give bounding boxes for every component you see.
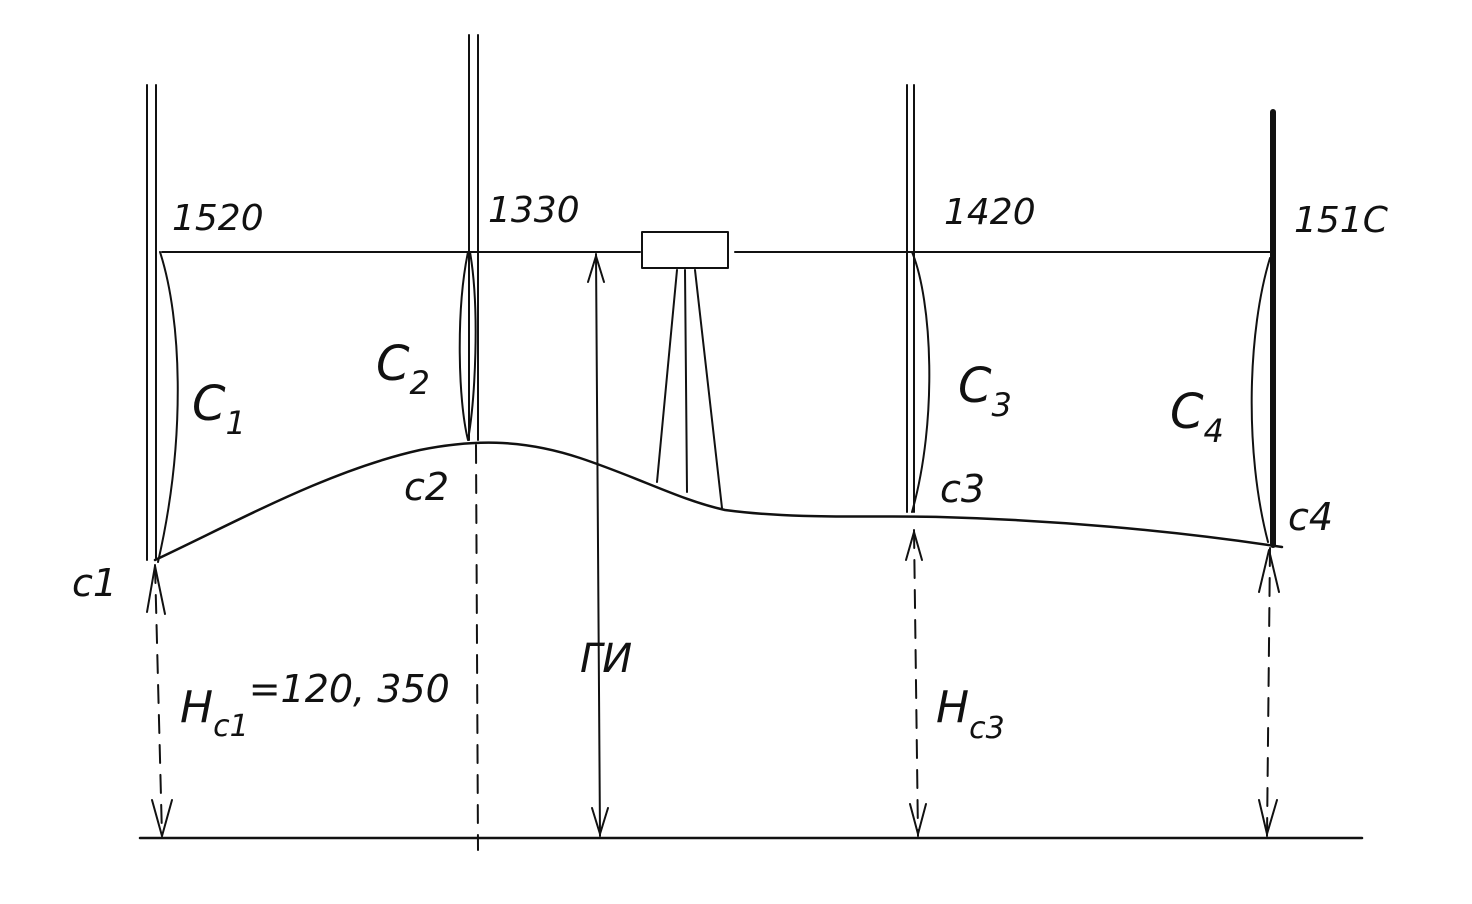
- reading-c3: 1420: [944, 192, 1036, 233]
- staff-c1: [146, 84, 179, 563]
- staff-c2: [458, 34, 479, 441]
- elevation-line-c1: [146, 564, 173, 837]
- elevation-line-c3: [905, 529, 927, 837]
- level-instrument-icon: [641, 231, 729, 269]
- instrument-height-label: ГИ: [580, 636, 632, 682]
- point-label-c2: c2: [404, 465, 449, 509]
- elevation-label-c3: Hc3: [936, 682, 1005, 746]
- tripod-icon: [656, 269, 723, 509]
- elevation-line-c2: [475, 444, 479, 851]
- point-label-c4: c4: [1288, 495, 1333, 539]
- reading-c4: 151C: [1294, 200, 1389, 241]
- reading-c2: 1330: [488, 190, 580, 231]
- elevation-line-c4: [1258, 547, 1280, 837]
- staff-c3: [906, 84, 931, 513]
- point-label-c1: c1: [72, 561, 117, 605]
- instrument-height-arrow: [587, 253, 609, 837]
- staff-label-c2: C2: [376, 336, 430, 402]
- staff-label-c3: C3: [958, 358, 1012, 424]
- point-label-c3: c3: [940, 467, 985, 511]
- staff-label-c1: C1: [192, 376, 246, 442]
- staff-c4: [1250, 109, 1276, 548]
- ground-profile: [153, 441, 1284, 562]
- reading-c1: 1520: [172, 198, 264, 239]
- staff-label-c4: C4: [1170, 384, 1224, 450]
- elevation-label-c1: Hc1=120, 350: [180, 667, 450, 744]
